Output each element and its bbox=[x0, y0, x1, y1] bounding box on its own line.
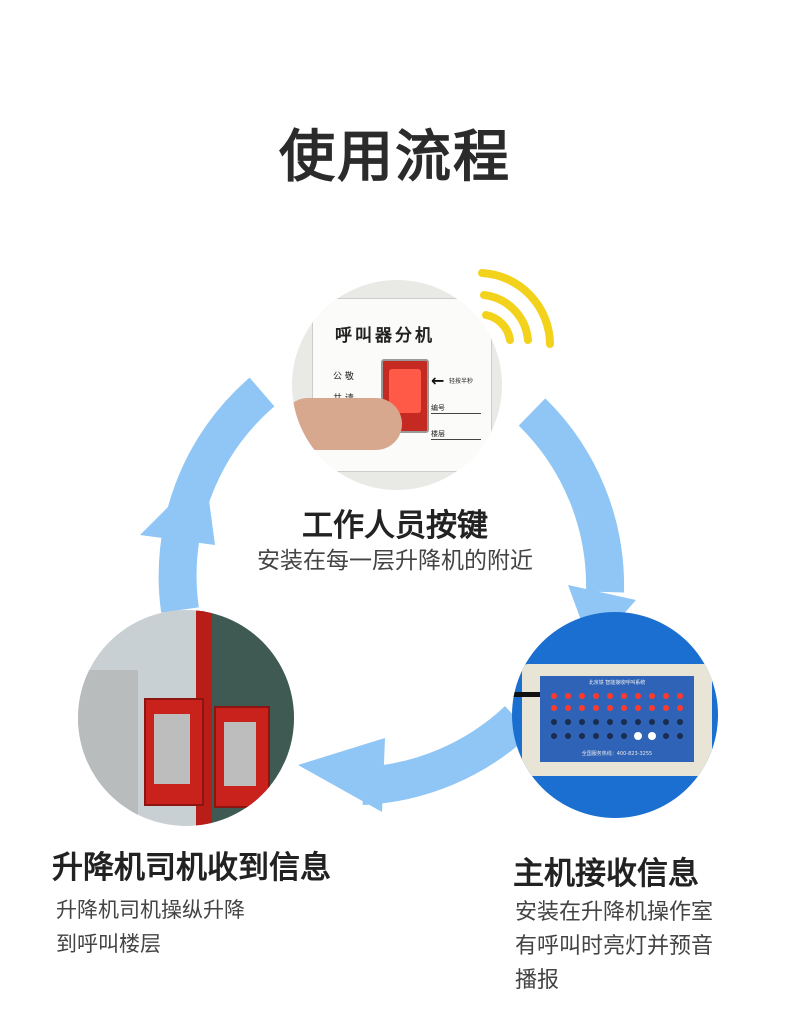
host-unit-photo: 北京铁 智能接收呼叫系统 全国服务热线：400-82 bbox=[512, 612, 718, 818]
arrow-step2-to-step3 bbox=[360, 705, 532, 805]
field-number: 编号 bbox=[431, 403, 481, 414]
hoist-cage-door-right bbox=[224, 722, 256, 786]
arrow-step1-to-step2 bbox=[518, 398, 625, 593]
step2-heading: 主机接收信息 bbox=[513, 856, 699, 892]
host-unit-face: 北京铁 智能接收呼叫系统 全国服务热线：400-82 bbox=[540, 676, 694, 762]
arrowhead-step1 bbox=[140, 470, 215, 545]
signal-icon bbox=[478, 269, 554, 348]
host-unit-title: 北京铁 智能接收呼叫系统 bbox=[588, 680, 646, 686]
step2-description: 安装在升降机操作室 有呼叫时亮灯并预音 播报 bbox=[515, 896, 713, 998]
arrowhead-step3 bbox=[298, 738, 385, 812]
host-unit-case: 北京铁 智能接收呼叫系统 全国服务热线：400-82 bbox=[522, 664, 712, 776]
host-unit-hotline: 全国服务热线：400-823-3255 bbox=[581, 751, 653, 757]
step2-description-line1: 安装在升降机操作室 bbox=[515, 900, 714, 925]
arrow-left-icon: ← bbox=[431, 371, 445, 390]
step1-description: 安装在每一层升降机的附近 bbox=[257, 548, 533, 574]
call-unit-photo: 呼叫器分机 公 敬 共 请 ← 轻按半秒 编号 楼层 bbox=[292, 280, 502, 490]
step2-description-line3: 播报 bbox=[515, 968, 560, 993]
press-hint: 轻按半秒 bbox=[449, 378, 474, 385]
call-unit-title: 呼叫器分机 bbox=[335, 326, 435, 346]
step3-description-line1: 升降机司机操纵升降 bbox=[56, 898, 245, 922]
hoist-cage-door bbox=[154, 714, 190, 784]
field-number-label: 编号 bbox=[431, 404, 445, 412]
step3-description: 升降机司机操纵升降 到呼叫楼层 bbox=[56, 893, 245, 961]
step3-heading: 升降机司机收到信息 bbox=[52, 850, 331, 886]
page-title: 使用流程 bbox=[279, 125, 511, 190]
field-floor-label: 楼层 bbox=[431, 430, 445, 438]
finger bbox=[292, 398, 402, 450]
field-floor: 楼层 bbox=[431, 429, 481, 440]
call-unit-text-1: 公 敬 bbox=[333, 372, 354, 382]
host-unit-cable bbox=[512, 692, 540, 697]
step2-description-line2: 有呼叫时亮灯并预音 bbox=[515, 934, 714, 959]
step3-description-line2: 到呼叫楼层 bbox=[56, 932, 161, 956]
call-button[interactable] bbox=[381, 359, 429, 433]
step1-heading: 工作人员按键 bbox=[302, 508, 488, 544]
building-left bbox=[78, 670, 138, 826]
hoist-photo bbox=[78, 610, 294, 826]
indicator-grid bbox=[551, 693, 683, 740]
